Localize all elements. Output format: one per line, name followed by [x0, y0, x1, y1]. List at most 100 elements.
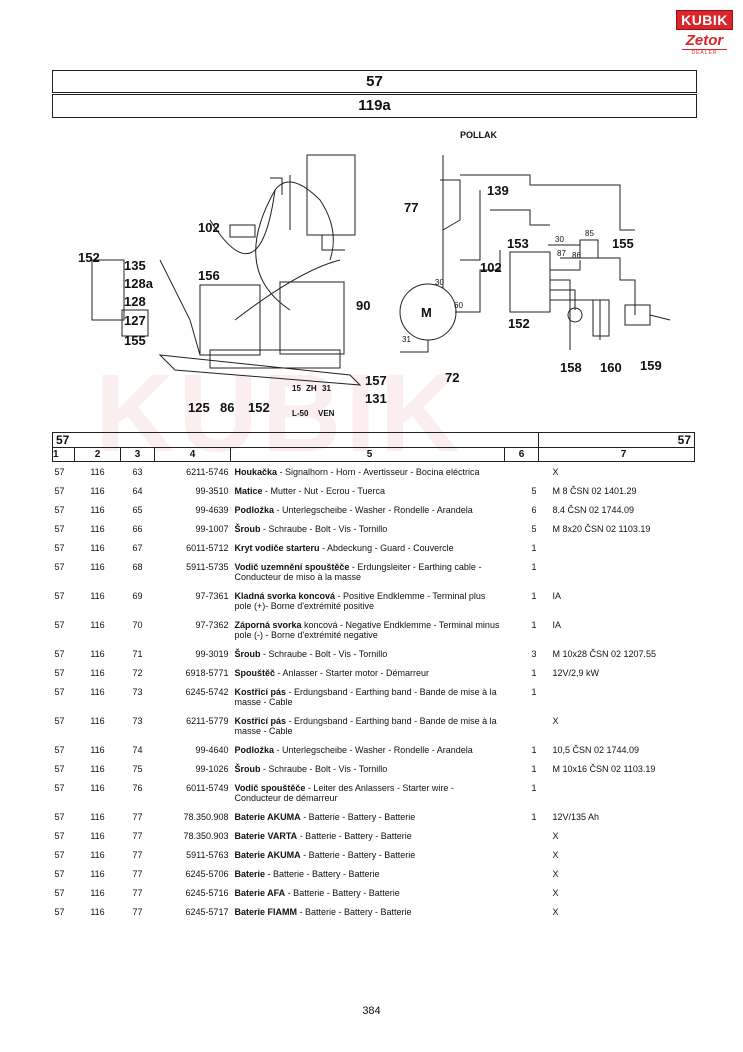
cell-c7 — [539, 538, 695, 557]
cell-c3: 77 — [132, 812, 143, 822]
part-name: Baterie VARTA — [234, 831, 298, 841]
cell-c1: 57 — [54, 543, 65, 553]
part-translations: - Schraube - Bolt - Vis - Tornillo — [260, 524, 388, 534]
cell-c1: 57 — [54, 716, 65, 726]
part-translations: - Erdungsleiter - Earthing cable - Condu… — [234, 562, 482, 582]
cell-c4: 5911-5763 — [186, 850, 229, 860]
cell-c4: 6011-5712 — [186, 543, 229, 553]
cell-c3: 73 — [132, 687, 143, 697]
cell-description: Baterie FIAMM - Batterie - Battery - Bat… — [231, 902, 505, 921]
cell-c4: 99-3510 — [195, 486, 229, 496]
cell-description: Šroub - Schraube - Bolt - Vis - Tornillo — [231, 644, 505, 663]
label-l50: L-50 — [292, 409, 309, 418]
part-name: Spouštěč — [234, 668, 276, 678]
logo-brand: KUBIK — [676, 10, 733, 30]
cell-c6: 1 — [531, 543, 537, 553]
column-headers: 1 2 3 4 5 6 7 — [52, 447, 695, 462]
cell-description: Šroub - Schraube - Bolt - Vis - Tornillo — [231, 519, 505, 538]
cell-c6: 1 — [531, 764, 537, 774]
part-name: Záporná svorka — [234, 620, 302, 630]
part-translations: - Batterie - Battery - Batterie — [297, 831, 412, 841]
cell-c2: 116 — [90, 467, 105, 477]
label-86-left: 86 — [220, 400, 234, 415]
cell-c4: 6245-5716 — [185, 888, 229, 898]
cell-description: Kostřicí pás - Erdungsband - Earthing ba… — [231, 711, 505, 740]
cell-c1: 57 — [54, 812, 65, 822]
part-name: Šroub — [234, 524, 261, 534]
part-name: Podložka — [234, 505, 275, 515]
cell-c6: 1 — [531, 562, 537, 572]
label-152-left: 152 — [78, 250, 100, 265]
cell-description: Vodič spouštěče - Leiter des Anlassers -… — [231, 778, 505, 807]
page-number: 384 — [362, 1005, 381, 1017]
cell-c2: 116 — [90, 524, 105, 534]
cell-c3: 66 — [132, 524, 143, 534]
cell-c4: 6245-5717 — [185, 907, 229, 917]
cell-c6: 1 — [531, 783, 537, 793]
logo-sub: Zetor — [685, 32, 724, 49]
cell-c2: 116 — [90, 716, 105, 726]
cell-c3: 69 — [132, 591, 143, 601]
cell-c3: 77 — [132, 888, 143, 898]
col-header-2: 2 — [74, 447, 121, 462]
label-125: 125 — [188, 400, 210, 415]
label-155-right: 155 — [612, 236, 634, 251]
figure-number-box: 119a — [52, 94, 697, 118]
part-translations: - Mutter - Nut - Ecrou - Tuerca — [262, 486, 386, 496]
cell-c1: 57 — [54, 850, 65, 860]
cell-c3: 68 — [132, 562, 143, 572]
col-header-7: 7 — [538, 447, 695, 462]
cell-c1: 57 — [54, 649, 65, 659]
cell-c6: 6 — [531, 505, 537, 515]
cell-c1: 57 — [54, 831, 65, 841]
part-translations: - Batterie - Battery - Batterie — [285, 888, 400, 898]
cell-description: Šroub - Schraube - Bolt - Vis - Tornillo — [231, 759, 505, 778]
label-102-right: 102 — [480, 260, 502, 275]
cell-description: Baterie - Batterie - Battery - Batterie — [231, 864, 505, 883]
part-translations: - Unterlegscheibe - Washer - Rondelle - … — [274, 505, 473, 515]
part-translations: - Abdeckung - Guard - Couvercle — [319, 543, 454, 553]
label-153: 153 — [507, 236, 529, 251]
part-name: Kryt vodiče starteru — [234, 543, 320, 553]
cell-c6: 1 — [531, 745, 537, 755]
group-number-box: 57 — [52, 70, 697, 93]
label-30b: 30 — [435, 278, 444, 287]
part-translations: - Schraube - Bolt - Vis - Tornillo — [260, 649, 388, 659]
cell-c1: 57 — [54, 869, 65, 879]
cell-c3: 71 — [132, 649, 143, 659]
cell-c1: 57 — [54, 524, 65, 534]
cell-c2: 116 — [90, 505, 105, 515]
group-bar-left: 57 — [52, 432, 539, 448]
label-102-left: 102 — [198, 220, 220, 235]
cell-c4: 6211-5746 — [186, 467, 229, 477]
part-name: Houkačka — [234, 467, 278, 477]
cell-c7: X — [552, 850, 559, 860]
part-name: Šroub — [234, 649, 261, 659]
cell-description: Spouštěč - Anlasser - Starter motor - Dé… — [231, 663, 505, 682]
cell-c2: 116 — [90, 620, 105, 630]
cell-c2: 116 — [90, 869, 105, 879]
label-139: 139 — [487, 183, 509, 198]
part-name: Baterie AKUMA — [234, 850, 301, 860]
cell-c3: 77 — [132, 850, 143, 860]
part-name: Podložka — [234, 745, 275, 755]
cell-c1: 57 — [54, 907, 65, 917]
cell-c7: X — [552, 831, 559, 841]
cell-c3: 73 — [132, 716, 143, 726]
label-127: 127 — [124, 313, 146, 328]
cell-c2: 116 — [90, 850, 105, 860]
cell-c1: 57 — [54, 562, 65, 572]
cell-c7: IA — [552, 591, 562, 601]
cell-c6: 1 — [531, 668, 537, 678]
cell-c1: 57 — [54, 591, 65, 601]
cell-c2: 116 — [90, 831, 105, 841]
part-translations: - Batterie - Battery - Batterie — [297, 907, 412, 917]
cell-c7: 8.4 ČSN 02 1744.09 — [552, 505, 635, 515]
part-name: Šroub — [234, 764, 261, 774]
part-name: Baterie AKUMA — [234, 812, 301, 822]
